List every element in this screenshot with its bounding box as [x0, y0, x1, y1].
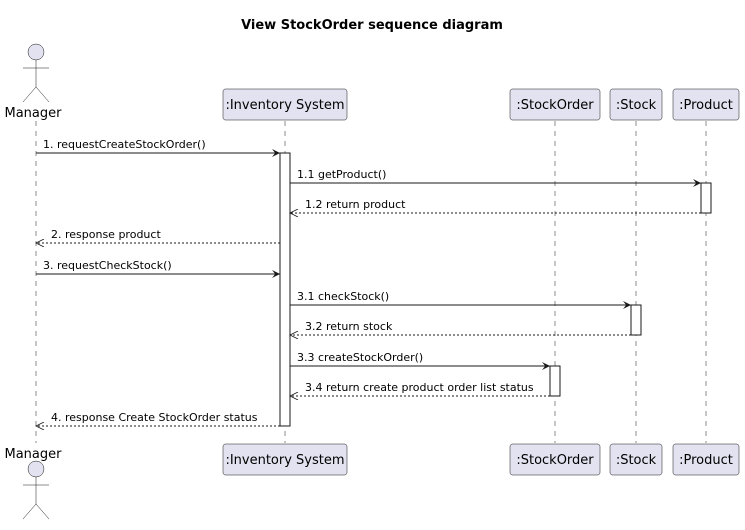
participant-label: :StockOrder	[516, 98, 594, 113]
message-label: 1.1 getProduct()	[297, 168, 386, 181]
participant-label: :Stock	[616, 98, 657, 113]
actor-stick-figure-icon	[22, 460, 50, 520]
message-label: 3.2 return stock	[305, 320, 393, 333]
actor-label: Manager	[5, 447, 63, 462]
participant-label: :Product	[679, 98, 733, 113]
diagram-title: View StockOrder sequence diagram	[241, 18, 503, 33]
message-6: 3.1 checkStock()	[290, 290, 631, 309]
message-label: 1. requestCreateStockOrder()	[43, 138, 206, 151]
actor-manager-top: Manager	[5, 43, 63, 121]
message-7: 3.2 return stock	[290, 320, 631, 335]
participant-stockorder-bottom: :StockOrder	[509, 443, 601, 476]
message-label: 1.2 return product	[305, 198, 406, 211]
actor-stick-figure-icon	[22, 43, 50, 103]
participant-stock-bottom: :Stock	[609, 443, 663, 476]
participant-label: :Product	[679, 453, 733, 468]
participant-stock-top: :Stock	[609, 88, 663, 121]
message-label: 3.4 return create product order list sta…	[305, 381, 534, 394]
participant-label: :StockOrder	[516, 453, 594, 468]
message-label: 3. requestCheckStock()	[43, 259, 172, 272]
message-label: 2. response product	[51, 228, 161, 241]
activation-bar-stock	[630, 304, 642, 336]
message-label: 4. response Create StockOrder status	[51, 411, 258, 424]
participant-stockorder-top: :StockOrder	[509, 88, 601, 121]
participant-label: :Stock	[616, 453, 657, 468]
message-3: 1.2 return product	[290, 198, 701, 213]
message-4: 2. response product	[36, 228, 280, 243]
message-10: 4. response Create StockOrder status	[36, 411, 280, 426]
message-8: 3.3 createStockOrder()	[290, 351, 550, 370]
participant-product-bottom: :Product	[672, 443, 740, 476]
participant-label: :Inventory System	[225, 98, 344, 113]
participant-inventory-bottom: :Inventory System	[222, 443, 348, 476]
activation-bar-stockorder	[549, 365, 561, 397]
activation-bar-product	[700, 182, 712, 214]
message-label: 3.1 checkStock()	[297, 290, 389, 303]
actor-label: Manager	[5, 106, 63, 121]
message-1: 1. requestCreateStockOrder()	[36, 138, 280, 157]
participant-label: :Inventory System	[225, 453, 344, 468]
message-5: 3. requestCheckStock()	[36, 259, 280, 278]
participant-product-top: :Product	[672, 88, 740, 121]
message-label: 3.3 createStockOrder()	[297, 351, 423, 364]
message-9: 3.4 return create product order list sta…	[290, 381, 550, 396]
activation-bar-inventory	[279, 152, 291, 427]
message-2: 1.1 getProduct()	[290, 168, 701, 187]
participant-inventory-top: :Inventory System	[222, 88, 348, 121]
actor-manager-bottom: Manager	[5, 447, 63, 520]
